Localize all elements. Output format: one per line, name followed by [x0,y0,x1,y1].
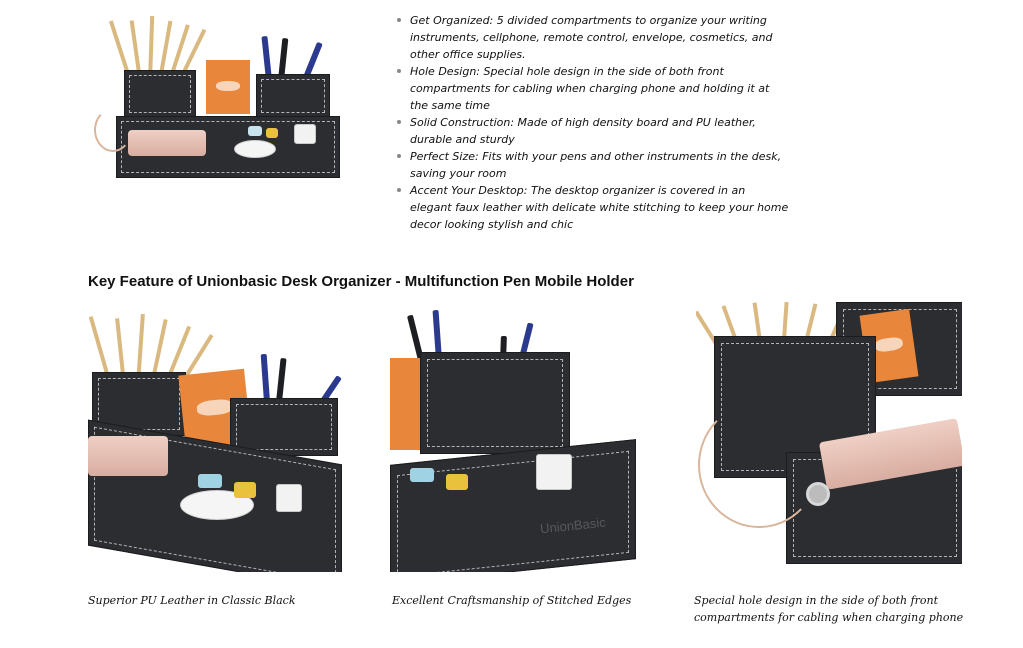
phone [88,436,168,476]
binder-clip [446,474,468,490]
charger [276,484,302,512]
pen [260,353,270,403]
back-compartment [420,352,570,454]
caption-cable-hole: Special hole design in the side of both … [694,594,964,624]
feature-item: Hole Design: Special hole design in the … [397,63,790,114]
binder-clip [234,482,256,498]
charger [294,124,316,144]
charging-cable [94,108,132,152]
mouse [234,140,276,158]
feature-item: Get Organized: 5 divided compartments to… [397,12,790,63]
feature-image-leather [88,302,350,572]
notebook [206,60,250,114]
caption-stitching: Excellent Craftsmanship of Stitched Edge… [392,594,632,607]
feature-item: Accent Your Desktop: The desktop organiz… [397,182,790,233]
pen [276,357,287,403]
bullet-icon [397,18,401,22]
bullet-icon [397,120,401,124]
binder-clip [198,474,222,488]
back-right-compartment [230,398,338,456]
feature-item: Solid Construction: Made of high density… [397,114,790,148]
bullet-icon [397,154,401,158]
front-tray [390,439,636,572]
feature-image-stitching: UnionBasic [390,302,636,572]
section-heading: Key Feature of Unionbasic Desk Organizer… [88,273,634,290]
charger [536,454,572,490]
feature-item: Perfect Size: Fits with your pens and ot… [397,148,790,182]
back-left-compartment [124,70,196,118]
back-right-compartment [256,74,330,118]
notebook [390,358,420,450]
caption-leather: Superior PU Leather in Classic Black [88,594,296,607]
phone [128,130,206,156]
charging-cable [698,402,820,528]
feature-list: Get Organized: 5 divided compartments to… [396,12,790,233]
binder-clip [248,126,262,136]
bullet-icon [397,188,401,192]
product-image-main [88,8,350,186]
binder-clip [266,128,278,138]
bullet-icon [397,69,401,73]
binder-clip [410,468,434,482]
feature-image-cable-hole [696,302,962,572]
